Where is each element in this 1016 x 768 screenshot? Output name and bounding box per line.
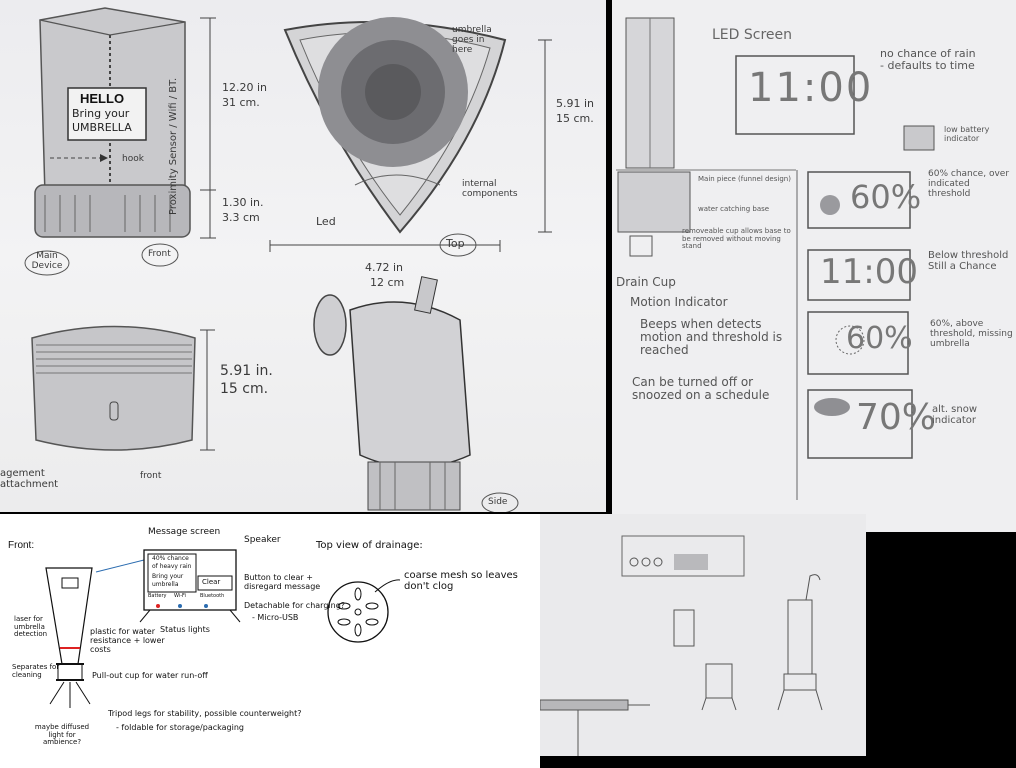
tripod-note: Tripod legs for stability, possible coun… <box>108 709 302 718</box>
dim-depth-cm: 15 cm. <box>556 112 594 125</box>
front-label: Front: <box>8 540 35 551</box>
motion-title: Motion Indicator <box>630 295 728 309</box>
parts-water-note: water catching base <box>698 205 770 213</box>
battery-note: low battery indicator <box>944 125 990 143</box>
dim-height-cm: 31 cm. <box>222 96 260 109</box>
no-rain-note: no chance of rain - defaults to time <box>880 47 976 73</box>
sign-hello: HELLO <box>80 91 125 106</box>
detach-note: Detachable for charging? <box>244 601 346 610</box>
plastic-note: plastic for water resistance + lower cos… <box>90 627 165 654</box>
pencil-drawings <box>24 7 552 512</box>
screen-line-1: 40% chance <box>152 555 189 562</box>
note-60-above: 60%, above threshold, missing umbrella <box>930 319 1013 349</box>
sketch-sheet-led: LED Screen 11:00 no chance of rain - def… <box>612 0 1016 532</box>
message-screen-label: Message screen <box>148 527 221 537</box>
screen-pct-60b: 60% <box>846 321 913 356</box>
screen-time-2: 11:00 <box>820 252 918 292</box>
parts-main-note: Main piece (funnel design) <box>698 175 791 183</box>
top-label: Top <box>446 237 465 250</box>
main-device-label: Main Device <box>31 251 63 271</box>
screen-pct-60: 60% <box>850 178 922 216</box>
sketch-sheet-pen: Front: Message screen Speaker 40% chance… <box>0 514 540 768</box>
led-title: LED Screen <box>712 27 793 43</box>
diffused-note: maybe diffused light for ambience? <box>34 723 90 747</box>
led-label: Led <box>316 215 336 228</box>
dim-height-in: 12.20 in <box>222 81 268 94</box>
dim-lower-cm: 15 cm. <box>220 381 269 397</box>
led-drawings <box>616 17 935 500</box>
front-label-top: Front <box>148 249 171 259</box>
drainage-title: Top view of drainage: <box>316 540 423 551</box>
sign-umbrella: UMBRELLA <box>72 121 132 134</box>
note-60: 60% chance, over indicated threshold <box>928 169 1010 199</box>
attachment-label: agement attachment <box>0 468 59 490</box>
sensor-label: Proximity Sensor / Wifi / BT. <box>168 77 179 215</box>
front-label-bottom: front <box>140 471 162 481</box>
dim-base-in: 1.30 in. <box>222 196 264 209</box>
status-wifi: Wi-Fi <box>174 593 186 599</box>
screen-line-2: of heavy rain <box>152 563 192 570</box>
sketch-sheet-pencil: HELLO Bring your UMBRELLA hook Proximity… <box>0 0 606 512</box>
sketch-sheet-stands <box>540 514 866 756</box>
pen-drawings <box>45 549 401 708</box>
screen-line-3: Bring your <box>152 573 184 580</box>
status-bluetooth: Bluetooth <box>200 593 225 599</box>
parts-cup-note: removeable cup allows base to be removed… <box>682 227 791 251</box>
stands-drawings <box>540 535 823 756</box>
laser-note: laser for umbrella detection <box>14 615 48 639</box>
hook-label: hook <box>122 154 144 164</box>
note-below: Below threshold Still a Chance <box>928 250 1009 272</box>
motion-off-note: Can be turned off or snoozed on a schedu… <box>632 375 770 403</box>
motion-desc: Beeps when detects motion and threshold … <box>640 317 783 358</box>
foldable-note: - foldable for storage/packaging <box>116 723 244 732</box>
dim-depth-in: 5.91 in <box>556 97 595 110</box>
sign-bring-your: Bring your <box>72 107 130 120</box>
dim-width-in: 4.72 in <box>365 261 404 274</box>
clear-note: Button to clear + disregard message <box>244 573 321 591</box>
status-battery: Battery <box>148 593 167 599</box>
clear-button[interactable]: Clear <box>202 578 221 586</box>
dim-lower-in: 5.91 in. <box>220 363 273 379</box>
dim-width-cm: 12 cm <box>370 276 405 289</box>
umbrella-note: umbrella goes in here <box>452 25 492 55</box>
status-lights-label: Status lights <box>160 625 210 634</box>
screen-pct-70: 70% <box>856 397 937 438</box>
separates-note: Separates for cleaning <box>12 663 60 679</box>
screen-line-4: umbrella <box>152 581 179 588</box>
internal-label: internal components <box>462 179 518 199</box>
led-clock: 11:00 <box>748 65 874 111</box>
speaker-label: Speaker <box>244 535 281 545</box>
side-label: Side <box>488 497 508 507</box>
drain-cup-label: Drain Cup <box>616 275 676 289</box>
note-snow: alt. snow indicator <box>932 404 978 426</box>
dim-base-cm: 3.3 cm <box>222 211 260 224</box>
pullout-note: Pull-out cup for water run-off <box>92 671 208 680</box>
micro-usb-note: - Micro-USB <box>252 613 299 622</box>
mesh-note: coarse mesh so leaves don't clog <box>404 570 518 592</box>
